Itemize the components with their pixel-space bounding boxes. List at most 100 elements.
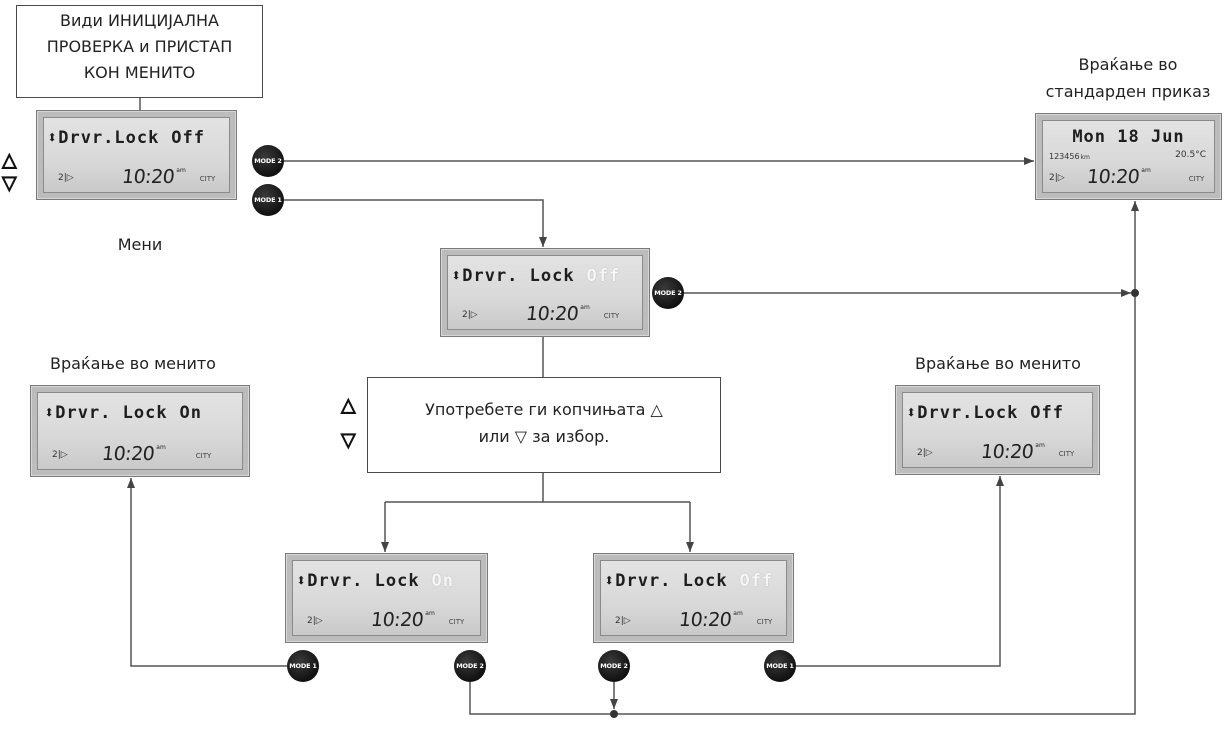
- lcd-setting-label: ⬍Drvr. Lock: [451, 266, 575, 286]
- lcd-menu-display: ⬍Drvr.Lock Off 2|▷ 10:20 am CITY: [36, 110, 237, 200]
- lcd-gauge-icon: 2|▷: [615, 616, 631, 626]
- initial-check-line-3: КОН МЕНИТО: [83, 63, 196, 82]
- mode1-button: MODE 1: [252, 184, 284, 216]
- lcd-setting-value-blinking: Off: [586, 266, 621, 286]
- lcd-setting-label: ⬍Drvr. Lock: [604, 571, 728, 591]
- lcd-drive-mode: CITY: [448, 618, 465, 626]
- lcd-odometer-value: 123456: [1049, 152, 1080, 161]
- lcd-setting-line: ⬍Drvr. Lock Off: [604, 571, 773, 591]
- lcd-odometer-unit: km: [1080, 154, 1090, 161]
- down-key-icon: ▽: [340, 429, 356, 451]
- junction-dot-standard: [1131, 289, 1139, 297]
- mode2-button: MODE 2: [598, 650, 630, 682]
- lcd-status-line: 2|▷ 10:20 am CITY: [52, 440, 236, 465]
- junction-dot-bus: [610, 710, 618, 718]
- lcd-gauge-icon: 2|▷: [462, 310, 478, 320]
- lcd-gauge-icon: 2|▷: [52, 450, 68, 460]
- lcd-gauge-icon: 2|▷: [58, 173, 74, 183]
- initial-check-box: Види ИНИЦИЈАЛНА ПРОВЕРКА и ПРИСТАП КОН М…: [16, 5, 263, 98]
- lcd-clock-time: 10:20: [120, 166, 176, 188]
- instruction-box: Употребете ги копчињата △ или ▽ за избор…: [367, 377, 721, 473]
- up-key-icon: △: [1, 149, 17, 171]
- initial-check-line-2: ПРОВЕРКА и ПРИСТАП: [46, 37, 233, 56]
- lcd-result-on-display: ⬍Drvr. Lock On 2|▷ 10:20 am CITY: [30, 385, 250, 477]
- arrow-menu-mode1-to-edit: [284, 199, 547, 247]
- lcd-setting-label: ⬍Drvr. Lock: [296, 571, 420, 591]
- lcd-drive-mode: CITY: [1188, 175, 1205, 183]
- lcd-gauge-icon: 2|▷: [307, 616, 323, 626]
- lcd-standard-display: Mon 18 Jun 123456km 20.5°C 2|▷ 10:20 am …: [1035, 113, 1222, 200]
- lcd-status-line: 2|▷ 10:20 am CITY: [58, 163, 223, 188]
- return-to-menu-caption: Враќање во менито: [50, 354, 216, 373]
- lcd-screen: ⬍Drvr. Lock Off 2|▷ 10:20 am CITY: [447, 255, 643, 330]
- lcd-date: Mon 18 Jun: [1072, 127, 1185, 147]
- instruction-line-2: или ▽ за избор.: [478, 427, 610, 446]
- lcd-clock-ampm: am: [580, 304, 590, 311]
- lcd-odometer: 123456km: [1049, 152, 1090, 161]
- return-to-menu-caption: Враќање во менито: [915, 354, 1081, 373]
- lcd-screen: ⬍Drvr. Lock On 2|▷ 10:20 am CITY: [37, 392, 243, 470]
- lcd-screen: Mon 18 Jun 123456km 20.5°C 2|▷ 10:20 am …: [1042, 120, 1215, 193]
- lcd-clock-time: 10:20: [677, 609, 733, 631]
- lcd-setting-value: Off: [1030, 403, 1064, 423]
- lcd-screen: ⬍Drvr.Lock Off 2|▷ 10:20 am CITY: [43, 117, 230, 193]
- lcd-clock-ampm: am: [1141, 167, 1151, 174]
- lcd-setting-value: On: [179, 403, 202, 423]
- return-to-standard-caption-line-1: Враќање во: [1078, 55, 1178, 74]
- lcd-setting-value-blinking: Off: [739, 571, 774, 591]
- mode1-button: MODE 1: [764, 650, 796, 682]
- lcd-clock-ampm: am: [425, 610, 435, 617]
- lcd-status-line: 2|▷ 10:20 am CITY: [917, 438, 1086, 463]
- mode2-button: MODE 2: [454, 650, 486, 682]
- lcd-setting-line: ⬍Drvr.Lock Off: [906, 403, 1064, 423]
- lcd-status-line: 2|▷ 10:20 am CITY: [462, 300, 636, 325]
- lcd-clock-ampm: am: [733, 610, 743, 617]
- instruction-line-1: Употребете ги копчињата △: [425, 400, 663, 419]
- lcd-status-line: 2|▷ 10:20 am CITY: [1049, 163, 1208, 188]
- initial-check-line-1: Види ИНИЦИЈАЛНА: [60, 11, 219, 30]
- lcd-setting-label: ⬍Drvr.Lock: [47, 128, 160, 148]
- return-to-standard-caption-line-2: стандарден приказ: [1045, 82, 1211, 101]
- lcd-setting-line: ⬍Drvr. Lock On: [296, 571, 454, 591]
- lcd-drive-mode: CITY: [195, 452, 212, 460]
- lcd-status-line: 2|▷ 10:20 am CITY: [615, 606, 780, 631]
- lcd-outside-temperature: 20.5°C: [1175, 150, 1206, 160]
- lcd-status-line: 2|▷ 10:20 am CITY: [307, 606, 474, 631]
- lcd-setting-value: Off: [171, 128, 205, 148]
- lcd-clock-time: 10:20: [979, 441, 1035, 463]
- lcd-setting-line: ⬍Drvr.Lock Off: [47, 128, 205, 148]
- lcd-gauge-icon: 2|▷: [917, 448, 933, 458]
- arrow-exit-bus-to-standard: [469, 201, 1139, 715]
- lcd-clock-ampm: am: [156, 444, 166, 451]
- lcd-setting-line: ⬍Drvr. Lock On: [44, 403, 202, 423]
- menu-caption: Мени: [117, 235, 163, 254]
- lcd-setting-label: ⬍Drvr. Lock: [44, 403, 168, 423]
- mode1-button: MODE 1: [287, 650, 319, 682]
- lcd-edit-display: ⬍Drvr. Lock Off 2|▷ 10:20 am CITY: [440, 248, 650, 337]
- mode2-button: MODE 2: [652, 277, 684, 309]
- lcd-drive-mode: CITY: [199, 175, 216, 183]
- lcd-screen: ⬍Drvr. Lock Off 2|▷ 10:20 am CITY: [600, 560, 787, 636]
- lcd-result-off-display: ⬍Drvr.Lock Off 2|▷ 10:20 am CITY: [895, 385, 1100, 475]
- lcd-clock-time: 10:20: [1085, 166, 1141, 188]
- lcd-gauge-icon: 2|▷: [1049, 173, 1065, 183]
- lcd-setting-line: ⬍Drvr. Lock Off: [451, 266, 620, 286]
- lcd-clock-ampm: am: [176, 167, 186, 174]
- connector-instruction-split: [385, 473, 690, 503]
- lcd-clock-time: 10:20: [100, 443, 156, 465]
- lcd-clock-time: 10:20: [524, 303, 580, 325]
- lcd-drive-mode: CITY: [756, 618, 773, 626]
- arrow-on-mode1-to-result-on: [127, 478, 287, 667]
- lcd-clock-time: 10:20: [369, 609, 425, 631]
- lcd-drive-mode: CITY: [603, 312, 620, 320]
- arrow-off-mode1-to-result-off: [796, 476, 1004, 667]
- lcd-setting-value-blinking: On: [431, 571, 454, 591]
- lcd-clock-ampm: am: [1035, 442, 1045, 449]
- lcd-setting-label: ⬍Drvr.Lock: [906, 403, 1019, 423]
- lcd-screen: ⬍Drvr.Lock Off 2|▷ 10:20 am CITY: [902, 392, 1093, 468]
- lcd-option-off-display: ⬍Drvr. Lock Off 2|▷ 10:20 am CITY: [593, 553, 794, 643]
- lcd-screen: ⬍Drvr. Lock On 2|▷ 10:20 am CITY: [292, 560, 481, 636]
- lcd-option-on-display: ⬍Drvr. Lock On 2|▷ 10:20 am CITY: [285, 553, 488, 643]
